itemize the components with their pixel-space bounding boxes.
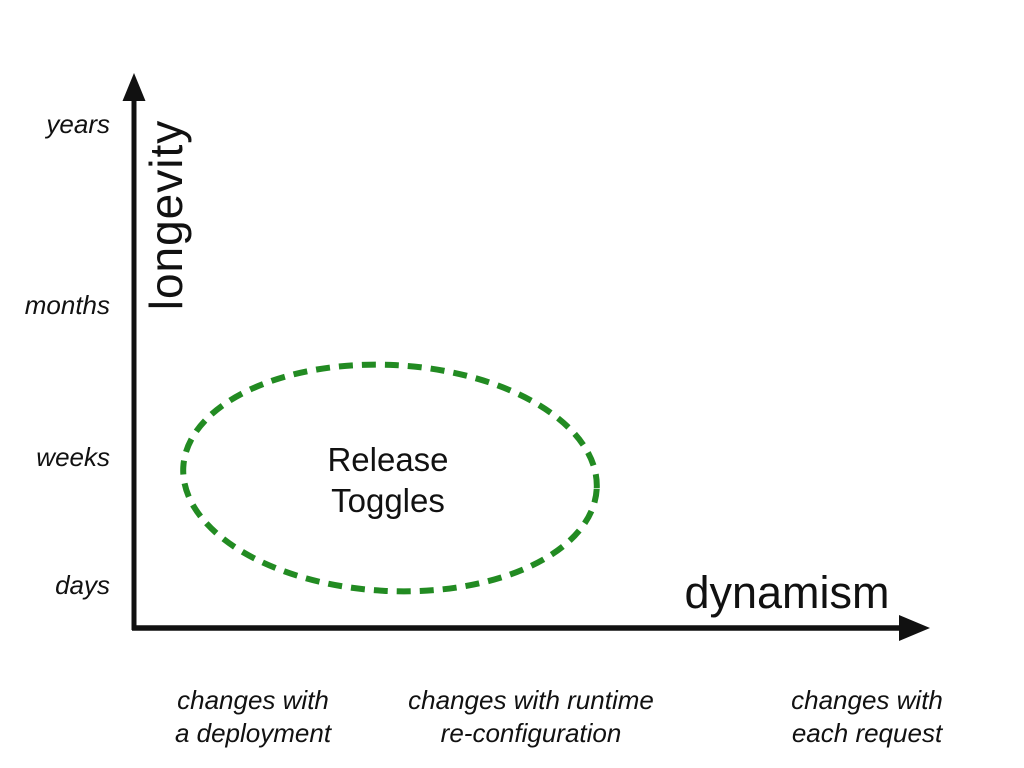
y-axis-title: longevity: [140, 119, 192, 311]
x-axis-title: dynamism: [684, 567, 890, 618]
y-tick-years: years: [46, 109, 110, 139]
release-toggles-region-ellipse: [180, 361, 600, 595]
x-axis-arrowhead-icon: [899, 615, 930, 641]
x-category-runtime-reconfiguration: changes with runtime re-configuration: [408, 685, 654, 748]
release-toggles-label: Release Toggles: [327, 441, 449, 519]
x-category-each-request: changes with each request: [791, 685, 943, 748]
y-tick-weeks: weeks: [36, 442, 110, 472]
y-tick-months: months: [24, 290, 110, 320]
x-category-deployment: changes with a deployment: [174, 685, 332, 748]
y-axis-arrowhead-icon: [122, 73, 146, 101]
y-tick-days: days: [55, 570, 110, 600]
